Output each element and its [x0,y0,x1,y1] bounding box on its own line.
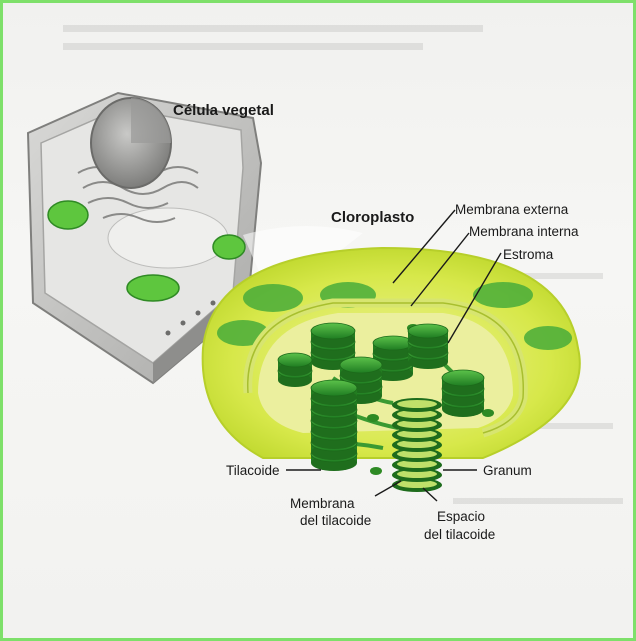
thylakoid-disc [408,324,448,338]
label-thylakoid-space-1: Espacio [437,509,485,524]
label-granum: Granum [483,463,532,478]
cell-chloroplast [48,201,88,229]
cell-chloroplast [127,275,179,301]
chloroplast-illustration [203,248,580,492]
label-thylakoid-membrane-1: Membrana [290,496,355,511]
diagram-canvas: Célula vegetal Cloroplasto Membrana exte… [3,3,633,638]
thylakoid-disc [340,357,382,373]
label-inner-membrane: Membrana interna [469,224,579,239]
label-stroma: Estroma [503,247,554,262]
thylakoid-lumen [397,400,437,408]
vacuole [108,208,228,268]
sectioned-granum [392,398,442,492]
thylakoid-disc [373,336,413,350]
thylakoid-disc [442,370,484,386]
label-thylakoid-space-2: del tilacoide [424,527,495,542]
thylakoid-disc [278,353,312,367]
label-thylakoid: Tilacoide [226,463,280,478]
thylakoid-disc [311,380,357,396]
thylakoid-disc [311,323,355,339]
cell-chloroplast [213,235,245,259]
label-outer-membrane: Membrana externa [455,202,569,217]
label-thylakoid-membrane-2: del tilacoide [300,513,371,528]
chloroplast-title: Cloroplasto [331,209,414,226]
plant-cell-title: Célula vegetal [173,102,274,119]
